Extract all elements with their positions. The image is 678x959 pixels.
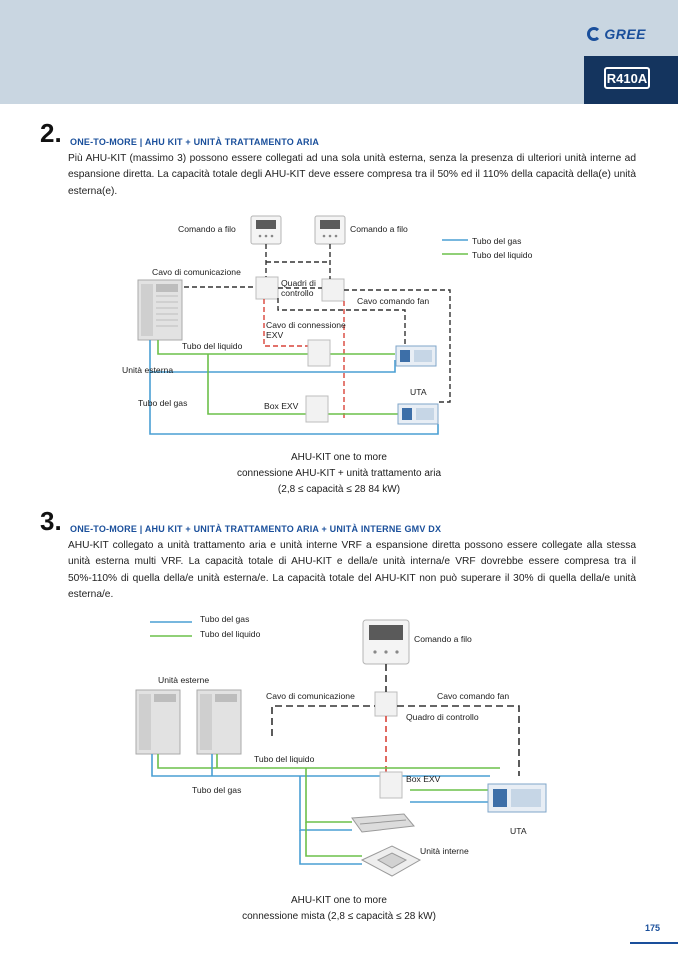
wired-control-2-device (314, 215, 346, 245)
refrigerant-badge: R410A (584, 56, 678, 104)
label-gas-pipe: Tubo del gas (138, 398, 188, 408)
control-cables (184, 244, 451, 403)
exv-box-1 (307, 339, 331, 367)
label-ahu: UTA (410, 387, 427, 397)
section-3-caption-line-1: AHU-KIT one to more (291, 895, 387, 906)
label-exv-cable: Cavo di connessione EXV (266, 320, 346, 340)
section-2-body: Più AHU-KIT (massimo 3) possono essere c… (68, 153, 636, 197)
label-wired-control-1: Comando a filo (178, 224, 236, 234)
brand-logo: GREE (587, 26, 646, 42)
page-number-rule (630, 942, 678, 944)
label-liquid-pipe: Tubo del liquido (182, 341, 243, 351)
outdoor-unit-2-device (196, 689, 242, 755)
page-number: 175 (644, 923, 660, 933)
section-2-number: 2. (40, 118, 62, 148)
label-comm-cable-2: Cavo di comunicazione (266, 691, 355, 701)
section-3-number: 3. (40, 506, 62, 536)
outdoor-unit-1-device (135, 689, 181, 755)
legend-liquid-label-2: Tubo del liquido (200, 629, 261, 639)
brand-name: GREE (604, 26, 646, 42)
section-3-caption-line-2: connessione mista (2,8 ≤ capacità ≤ 28 k… (242, 911, 436, 922)
ahu-device-2 (397, 403, 439, 425)
section-3-title: ONE-TO-MORE | AHU KIT + UNITÀ TRATTAMENT… (70, 524, 442, 534)
legend-liquid-label: Tubo del liquido (472, 250, 533, 260)
ducted-indoor-unit (351, 813, 415, 833)
label-gas-pipe-2: Tubo del gas (192, 785, 242, 795)
outdoor-unit-device (137, 279, 183, 341)
label-fan-cable: Cavo comando fan (357, 296, 430, 306)
legend-gas-label: Tubo del gas (472, 236, 522, 246)
pipes (149, 340, 439, 435)
section-2-caption-line-1: AHU-KIT one to more (291, 452, 387, 463)
label-exv-box: Box EXV (264, 401, 299, 411)
label-outdoor-unit: Unità esterna (122, 365, 174, 375)
header-band (0, 0, 678, 104)
ahu-device-3 (487, 783, 547, 813)
cassette-indoor-unit (360, 845, 422, 877)
label-liquid-pipe-2: Tubo del liquido (254, 754, 315, 764)
label-ahu-2: UTA (510, 826, 527, 836)
label-wired-control-3: Comando a filo (414, 634, 472, 644)
label-fan-cable-2: Cavo comando fan (437, 691, 510, 701)
wired-control-device-2 (362, 619, 410, 665)
gree-swirl-icon (587, 27, 602, 41)
label-outdoor-units: Unità esterne (158, 675, 210, 685)
refrigerant-label: R410A (604, 67, 650, 89)
label-indoor-units: Unità interne (420, 846, 469, 856)
section-2-caption-line-3: (2,8 ≤ capacità ≤ 28 84 kW) (277, 484, 401, 495)
section-2-title: ONE-TO-MORE | AHU KIT + UNITÀ TRATTAMENT… (70, 137, 320, 147)
exv-box-3 (379, 771, 403, 799)
exv-box-2 (305, 395, 329, 423)
control-box-3 (374, 691, 398, 717)
label-control-box: Quadri di controllo (281, 278, 316, 298)
control-cables-2 (271, 664, 520, 776)
section-2-caption-line-2: connessione AHU-KIT + unità trattamento … (236, 468, 442, 479)
label-control-box-2: Quadro di controllo (406, 712, 479, 722)
label-wired-control-2: Comando a filo (350, 224, 408, 234)
label-exv-box-2: Box EXV (406, 774, 441, 784)
pipes-2 (151, 754, 500, 865)
label-comm-cable: Cavo di comunicazione (152, 267, 241, 277)
section-3-body: AHU-KIT collegato a unità trattamento ar… (68, 540, 636, 601)
legend-gas-label-2: Tubo del gas (200, 614, 250, 624)
ahu-device-1 (395, 345, 437, 367)
exv-cables (263, 299, 345, 420)
